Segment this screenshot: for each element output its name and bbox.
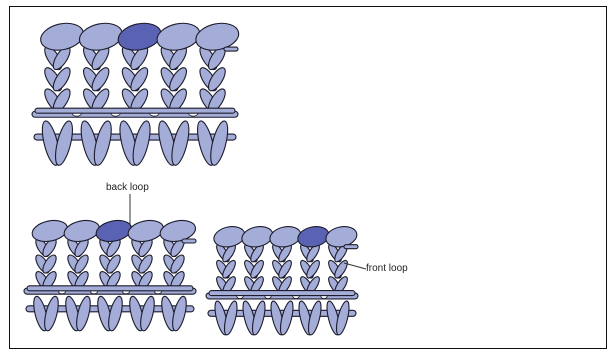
yarn-tail [182, 239, 196, 243]
bottom-left-swatch [24, 218, 196, 336]
front-loop-label: front loop [366, 263, 408, 275]
mid-strand [27, 286, 193, 291]
mid-strand [209, 291, 355, 296]
back-loop-leader-line [128, 194, 132, 226]
back-loop-label: back loop [106, 182, 149, 194]
yarn-tail [224, 47, 238, 51]
bottom-right-swatch [206, 224, 358, 340]
mid-strand [35, 108, 235, 113]
front-loop-leader-line [344, 262, 366, 272]
yarn-tail [344, 245, 358, 249]
top-swatch [32, 20, 238, 172]
